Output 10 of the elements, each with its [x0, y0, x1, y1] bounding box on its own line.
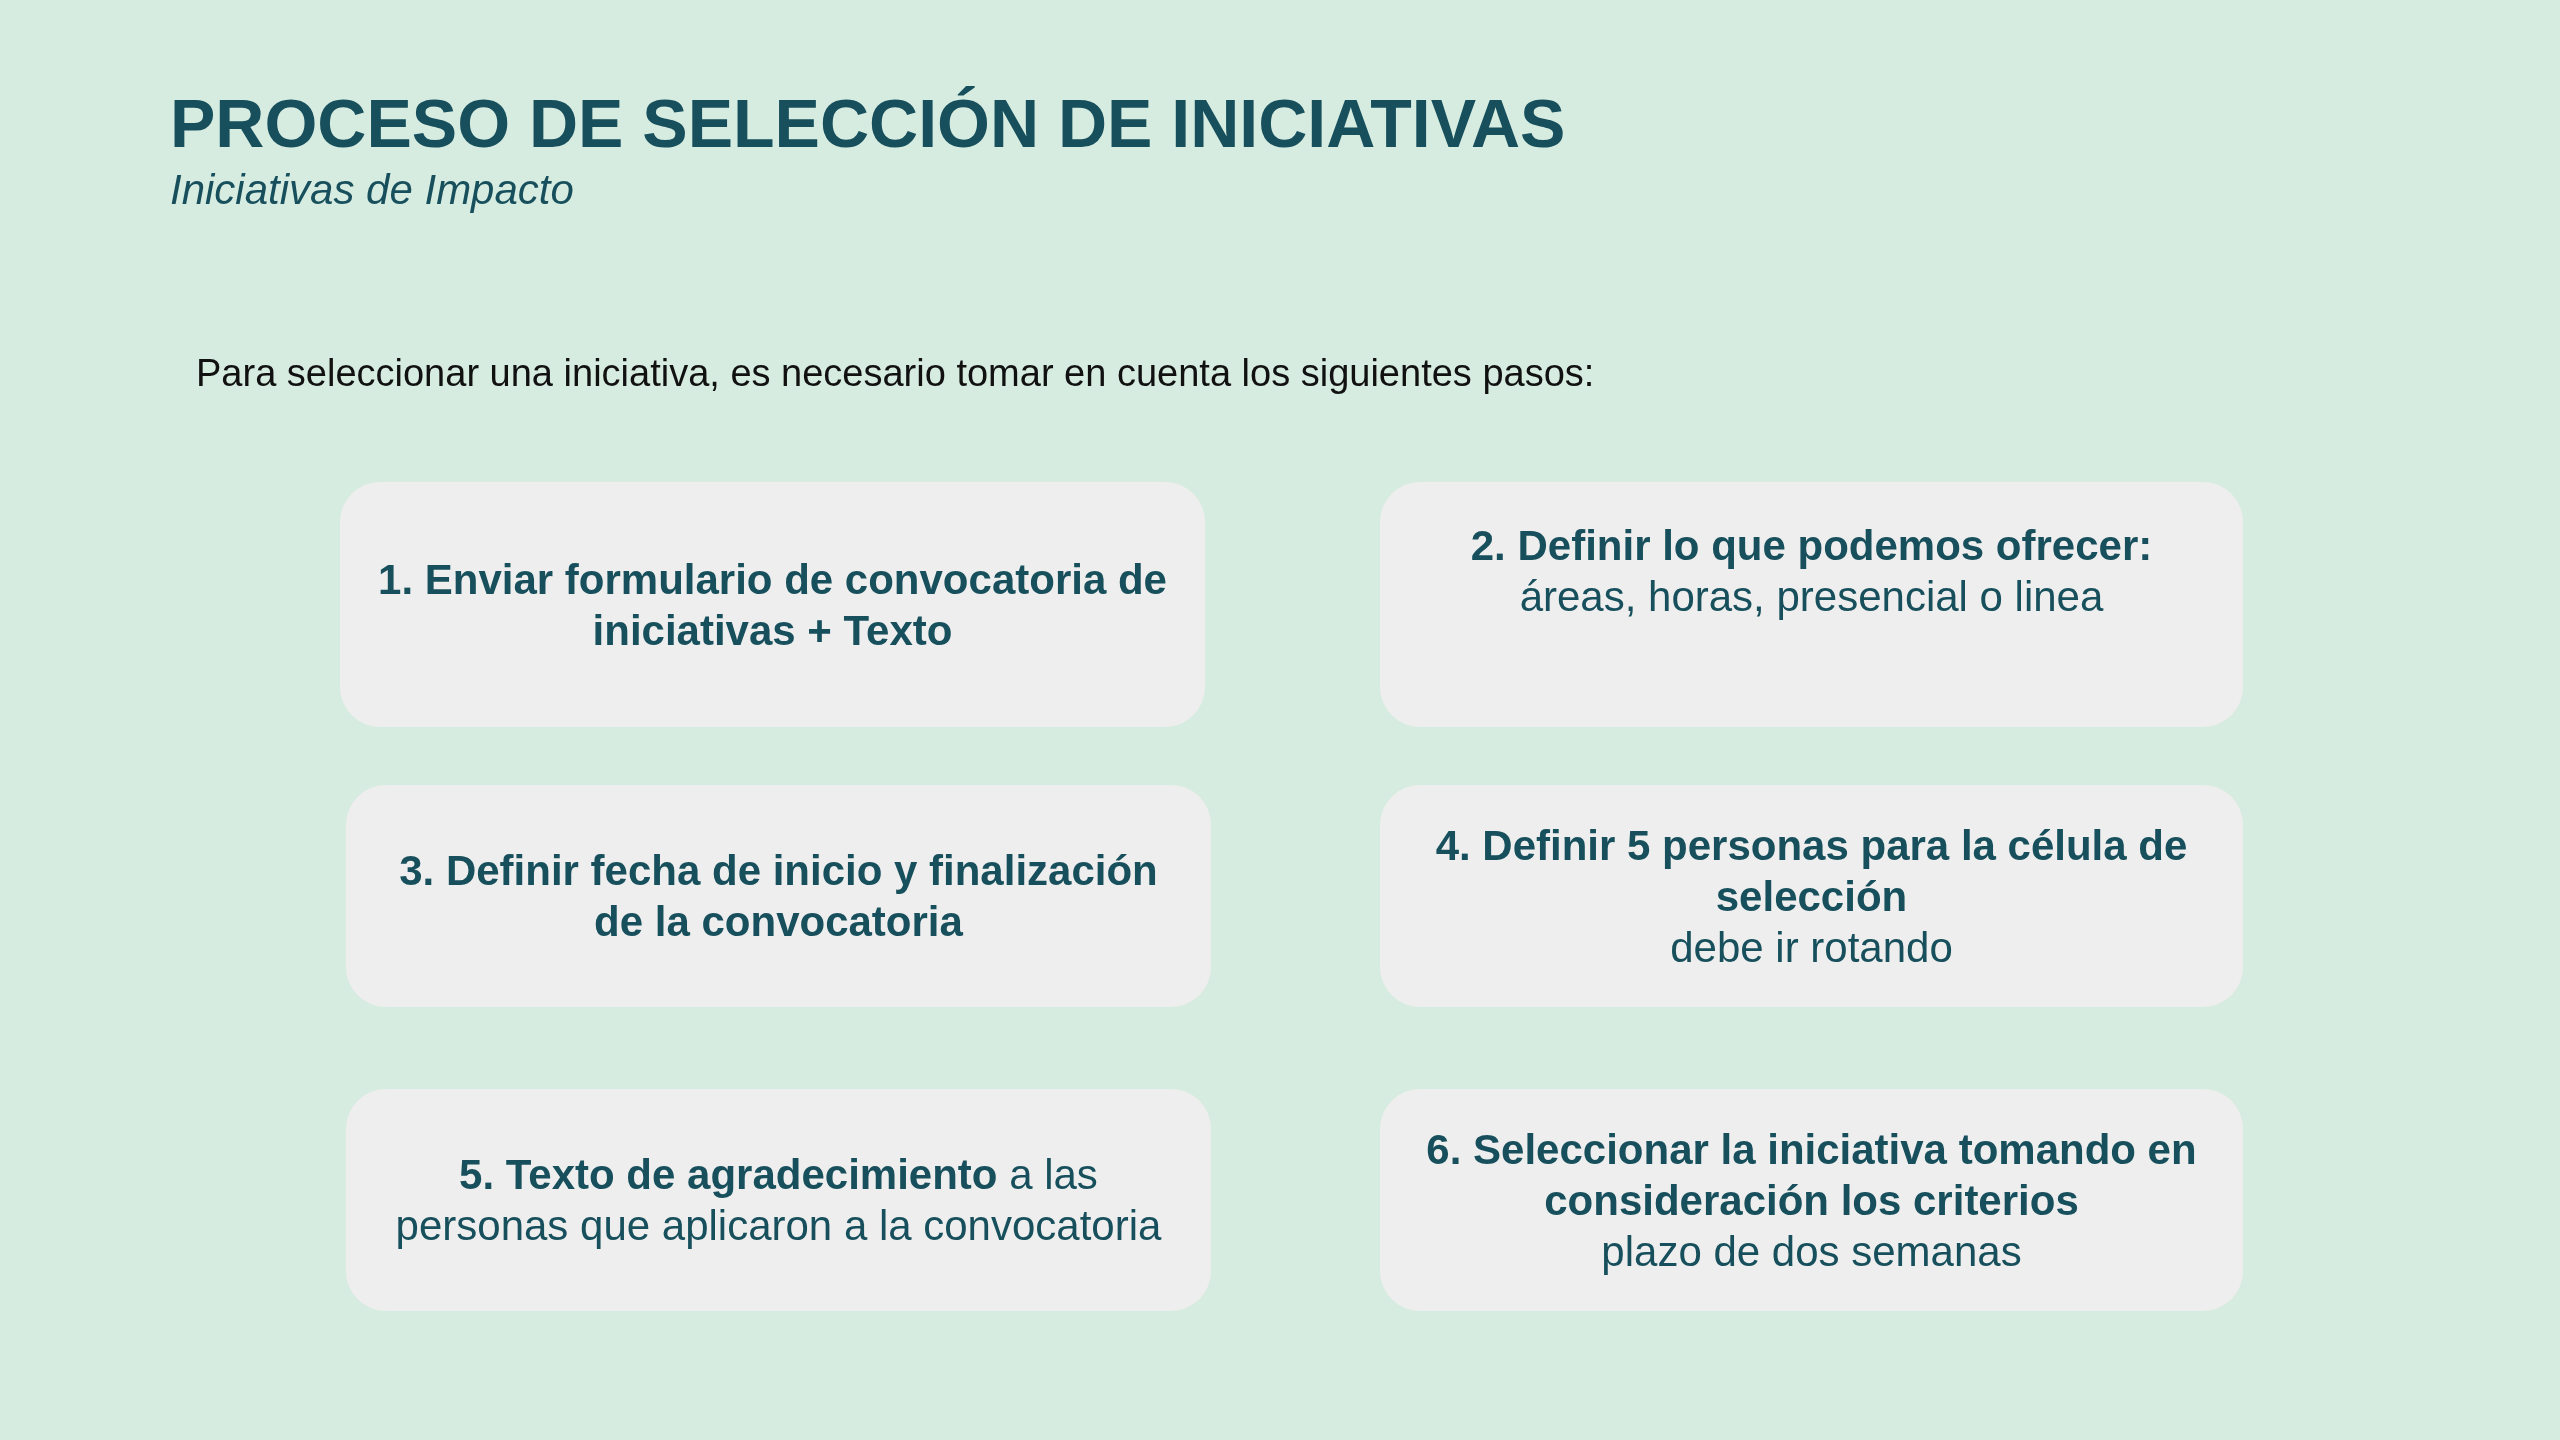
step-heading: 5. Texto de agradecimiento a las personas que aplicaron a la convocatoria [394, 1150, 1163, 1251]
title: PROCESO DE SELECCIÓN DE INICIATIVAS [170, 84, 1566, 162]
step-heading: 2. Definir lo que podemos ofrecer: [1470, 521, 2153, 571]
intro-text: Para seleccionar una iniciativa, es necesario tomar en cuenta los siguientes pasos: [196, 352, 1595, 395]
subtitle: Iniciativas de Impacto [170, 166, 574, 214]
step-detail: áreas, horas, presencial o linea [1519, 572, 2104, 622]
step-detail: plazo de dos semanas [1601, 1226, 2022, 1277]
step-heading: 1. Enviar formulario de convocatoria de iniciativas + Texto [377, 554, 1168, 656]
step-heading: 3. Definir fecha de inicio y finalización de la convocatoria [398, 846, 1159, 947]
step-detail: debe ir rotando [1670, 922, 1953, 973]
